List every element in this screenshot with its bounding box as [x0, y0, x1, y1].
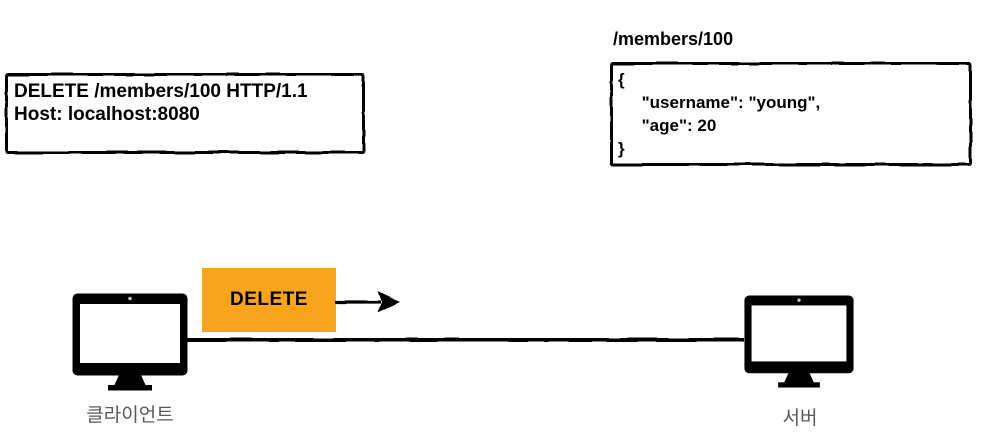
server-computer-icon [744, 295, 854, 388]
arrow-right-icon [335, 291, 400, 313]
http-request-box: DELETE /members/100 HTTP/1.1 Host: local… [5, 73, 365, 154]
request-host-header: Host: localhost:8080 [14, 104, 200, 125]
json-line: } [618, 139, 625, 158]
request-start-line: DELETE /members/100 HTTP/1.1 [14, 81, 308, 102]
client-server-connection-line [184, 338, 744, 342]
resource-path-label: /members/100 [613, 29, 734, 49]
resource-json-box: { "username": "young", "age": 20 } [610, 62, 972, 166]
client-label: 클라이언트 [86, 405, 174, 426]
http-request-box-border [5, 73, 365, 154]
delete-message-box: DELETE [202, 268, 336, 332]
client-computer-icon [72, 293, 188, 391]
json-line: "username": "young", [618, 93, 821, 112]
json-line: { [618, 70, 625, 89]
json-line: "age": 20 [618, 116, 717, 135]
server-label: 서버 [782, 408, 818, 429]
resource-json-box-border [610, 62, 972, 166]
